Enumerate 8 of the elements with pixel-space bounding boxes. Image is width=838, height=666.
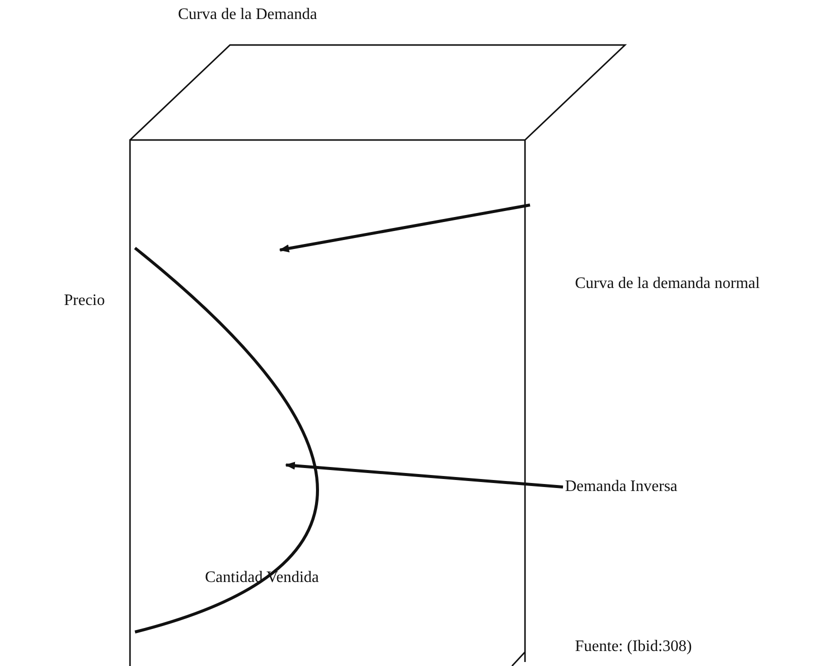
diagram-title: Curva de la Demanda [178, 6, 318, 24]
source-note: Fuente: (Ibid:308) [575, 638, 692, 656]
demand-curve [134, 246, 319, 634]
arrow [285, 462, 564, 488]
axis-label: Cantidad Vendida [205, 569, 319, 587]
axis-label: Precio [64, 292, 105, 310]
callout-text: Demanda Inversa [565, 478, 678, 496]
callout-text: Curva de la demanda normal [575, 275, 760, 293]
